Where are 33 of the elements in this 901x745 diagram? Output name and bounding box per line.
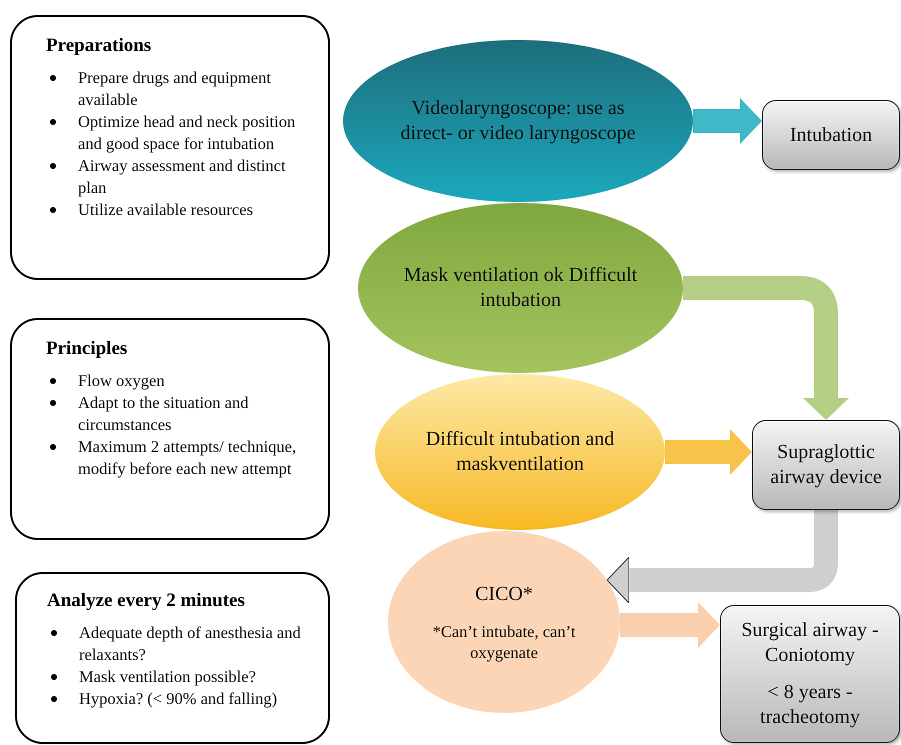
outcome-label: < 8 years -tracheotomy — [759, 680, 861, 730]
step-label: Videolaryngoscope: use as direct- or video laryngoscope — [400, 96, 636, 146]
block-arrow — [606, 510, 838, 604]
step-label: Difficult intubation and maskventilation — [424, 427, 616, 477]
bullet-item: Adapt to the situation and circumstances — [78, 392, 250, 436]
panel-heading: Analyze every 2 minutes — [47, 590, 246, 612]
outcome-box — [762, 100, 900, 170]
block-arrow — [693, 98, 762, 144]
bullet-item: Utilize available resources — [78, 199, 253, 221]
outcome-box — [720, 605, 900, 743]
step-label: CICO* — [475, 582, 533, 606]
bullet-item: Mask ventilation possible? — [79, 666, 256, 688]
bullet-item: Optimize head and neck position and good space for intubation — [78, 111, 296, 155]
outcome-label: Surgical airway -Coniotomy — [740, 618, 880, 668]
info-panel — [10, 318, 330, 540]
panel-heading: Preparations — [46, 35, 152, 57]
block-arrow — [665, 429, 752, 475]
step-note: *Can’t intubate, can’t oxygenate — [432, 620, 576, 662]
bullet-item: Flow oxygen — [78, 370, 165, 392]
bullet-item: Maximum 2 attempts/ technique, modify before each new attempt — [78, 436, 298, 480]
panel-heading: Principles — [46, 338, 128, 360]
bullet-item: Adequate depth of anesthesia and relaxants? — [79, 622, 302, 666]
outcome-label: Intubation — [790, 122, 872, 148]
bullet-item: Hypoxia? (< 90% and falling) — [79, 688, 278, 710]
info-panel — [10, 15, 330, 280]
info-panel — [15, 572, 330, 744]
block-arrow — [683, 276, 849, 420]
bullet-item: Prepare drugs and equipment available — [78, 67, 272, 111]
outcome-label: Supraglottic airway device — [769, 440, 883, 490]
bullet-item: Airway assessment and distinct plan — [78, 155, 287, 199]
block-arrow — [620, 602, 720, 648]
step-label: Mask ventilation ok Difficult intubation — [402, 263, 638, 313]
outcome-box — [752, 420, 900, 510]
